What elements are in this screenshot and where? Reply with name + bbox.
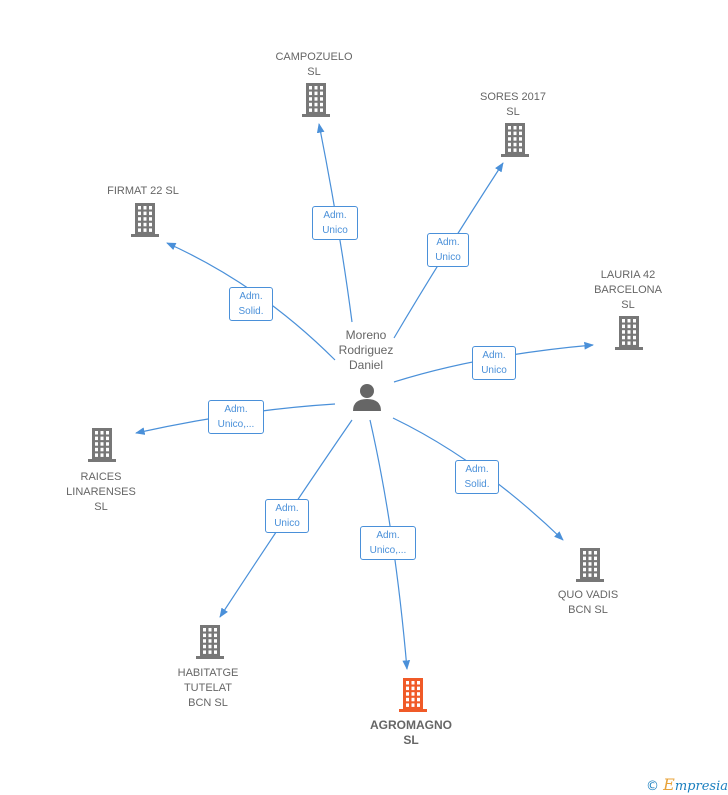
role-badge-campozuelo: Adm. Unico [312,206,358,240]
company-label-firmat[interactable]: FIRMAT 22 SL [107,185,179,197]
role-badge-quovadis: Adm. Solid. [455,460,499,494]
building-icon-quovadis[interactable] [576,548,604,582]
role-badge-firmat: Adm. Solid. [229,287,273,321]
company-label-raices[interactable]: RAICES LINARENSES SL [66,471,136,513]
company-label-lauria[interactable]: LAURIA 42 BARCELONA SL [594,269,662,311]
building-icon-campozuelo[interactable] [302,83,330,117]
company-label-agromagno[interactable]: AGROMAGNO SL [370,718,452,747]
copyright-symbol: © [646,779,660,794]
role-badge-raices: Adm. Unico,... [208,400,264,434]
building-icon-firmat[interactable] [131,203,159,237]
brand-name: mpresia [674,779,728,794]
brand-initial: E [663,775,675,794]
brand-footer: © Empresia [646,775,728,794]
building-icon-habitatge[interactable] [196,625,224,659]
company-label-campozuelo[interactable]: CAMPOZUELO SL [275,51,353,78]
role-badge-sores: Adm. Unico [427,233,469,267]
role-badge-agromagno: Adm. Unico,... [360,526,416,560]
building-icon-raices[interactable] [88,428,116,462]
company-label-quovadis[interactable]: QUO VADIS BCN SL [557,589,619,616]
role-badge-lauria: Adm. Unico [472,346,516,380]
person-name[interactable]: Moreno Rodriguez Daniel [338,328,394,372]
building-icon-lauria[interactable] [615,316,643,350]
building-icon-sores[interactable] [501,123,529,157]
building-icon-agromagno[interactable] [399,678,427,712]
company-label-sores[interactable]: SORES 2017 SL [479,91,547,118]
person-icon[interactable] [353,384,381,411]
company-label-habitatge[interactable]: HABITATGE TUTELAT BCN SL [177,667,239,709]
role-badge-habitatge: Adm. Unico [265,499,309,533]
